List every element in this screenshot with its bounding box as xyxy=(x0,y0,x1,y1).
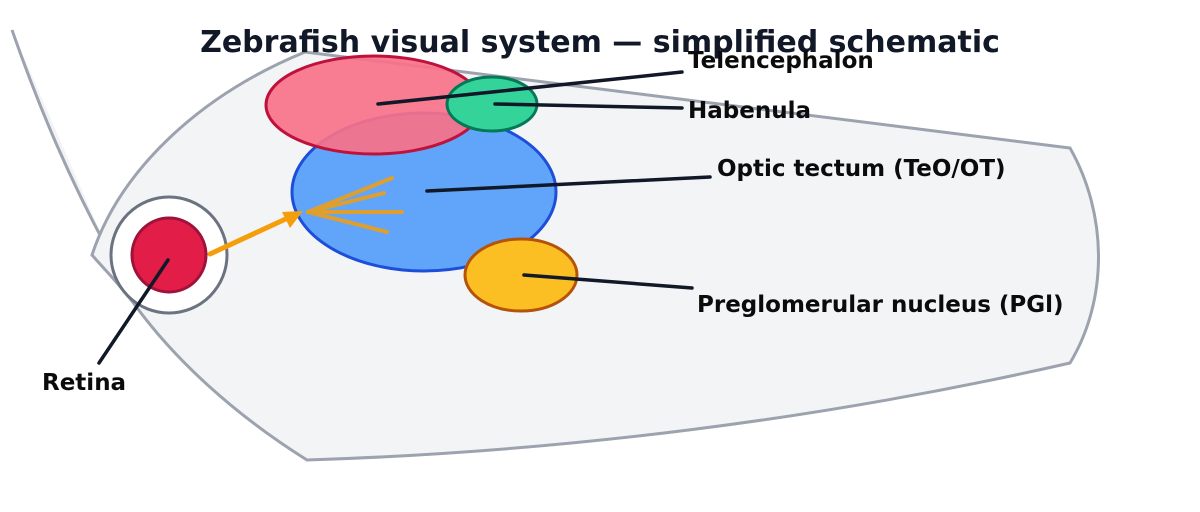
retina-label: Retina xyxy=(42,370,126,396)
preglomerular-region xyxy=(463,237,579,313)
diagram-title: Zebrafish visual system — simplified sch… xyxy=(200,25,1000,60)
optic-tectum-label: Optic tectum (TeO/OT) xyxy=(717,156,1006,182)
preglomerular-label: Preglomerular nucleus (PGl) xyxy=(697,292,1064,318)
preglomerular-leader xyxy=(522,273,694,290)
optic-tectum-leader xyxy=(425,175,712,193)
telencephalon-leader xyxy=(376,70,684,106)
head-outline xyxy=(10,29,110,251)
tectal-fan-lines xyxy=(306,176,404,234)
retina-region xyxy=(130,216,208,294)
brain-outline xyxy=(90,50,1100,462)
retina-leader xyxy=(97,258,170,365)
leader-lines xyxy=(97,70,712,365)
telencephalon-label: Telencephalon xyxy=(688,48,874,74)
habenula-leader xyxy=(493,102,684,110)
retinal-projection xyxy=(207,211,303,257)
habenula-label: Habenula xyxy=(688,98,811,124)
